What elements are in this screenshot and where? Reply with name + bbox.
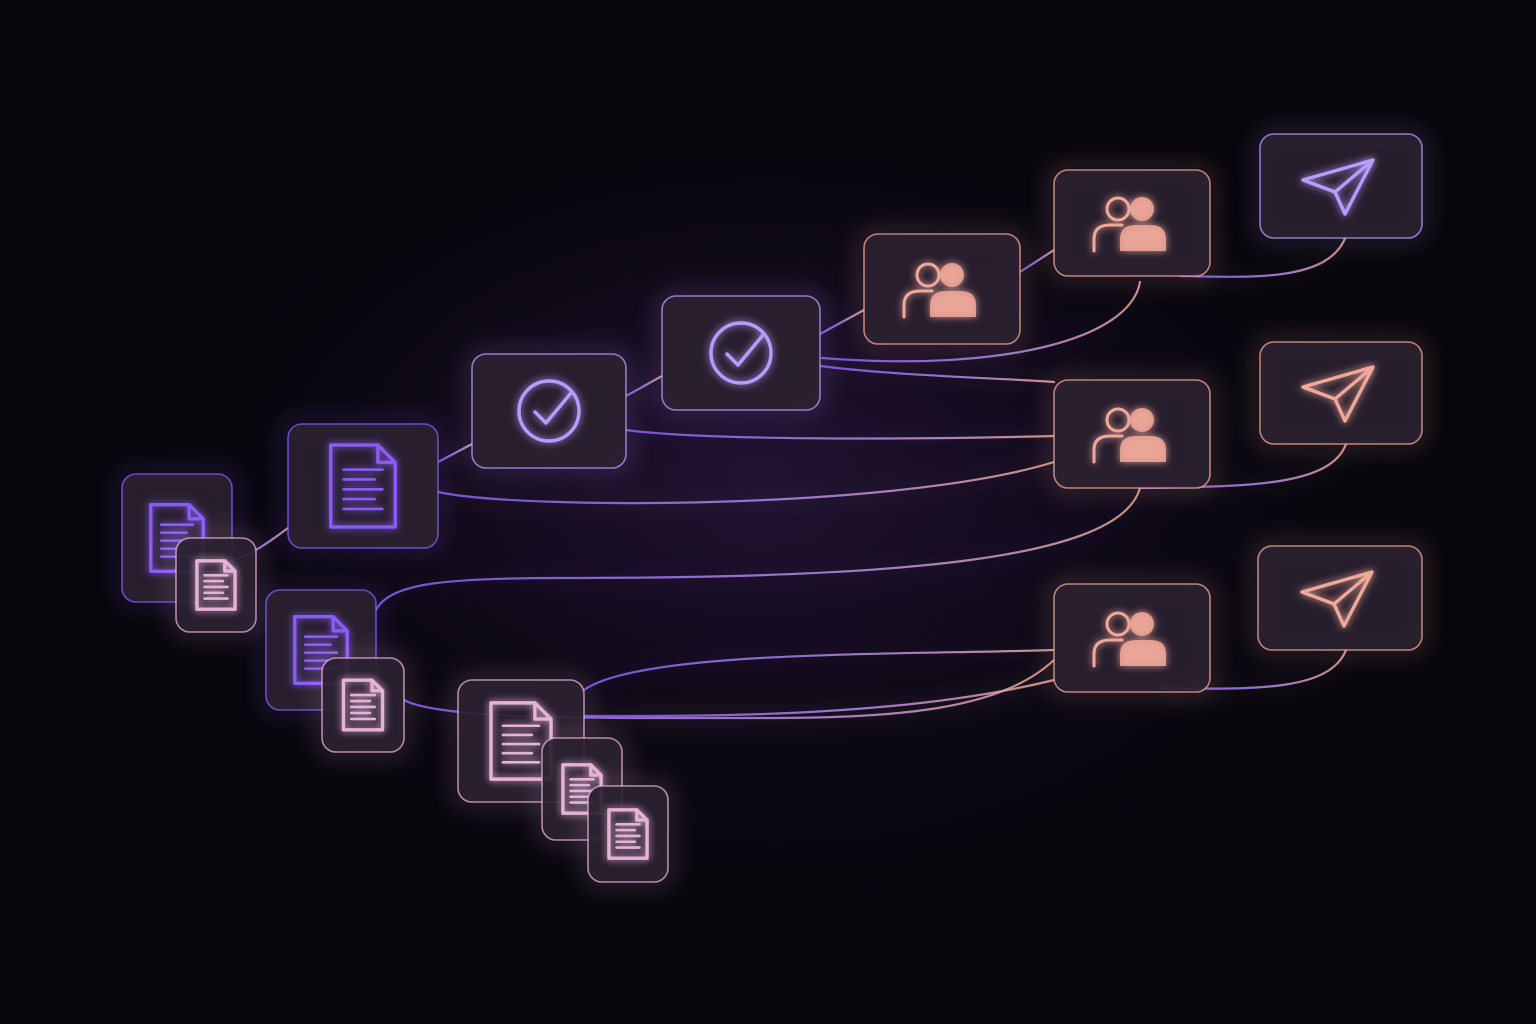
user-head-back [915, 262, 941, 288]
node-glow [283, 419, 443, 553]
node-card [1053, 583, 1211, 693]
document-outline [195, 559, 237, 611]
connector-line [436, 442, 474, 464]
user-body-front [1120, 225, 1166, 251]
checkmark [533, 391, 573, 425]
document-outline [607, 808, 649, 860]
node-glow [1049, 375, 1215, 493]
users-icon [902, 262, 976, 319]
node-users-3 [1049, 375, 1215, 493]
node-send-3 [1253, 541, 1427, 655]
node-glow [1253, 541, 1427, 655]
document-outline [341, 678, 385, 732]
node-card [1053, 169, 1211, 277]
node-card [863, 233, 1021, 345]
user-body-back [1092, 434, 1124, 464]
node-glow [657, 291, 825, 415]
node-users-4 [1049, 579, 1215, 697]
node-glow [1049, 579, 1215, 697]
users-icon [1092, 611, 1166, 668]
connector-line [624, 428, 1056, 440]
node-doc-stack-b2 [317, 653, 409, 757]
user-body-front [930, 291, 976, 317]
node-card [287, 423, 439, 549]
document-icon [195, 559, 237, 611]
node-glow [467, 349, 631, 473]
node-check-2 [657, 291, 825, 415]
user-body-back [1092, 223, 1124, 253]
node-card [471, 353, 627, 469]
users-icon [1092, 407, 1166, 464]
check-circle-icon [517, 379, 581, 443]
paper-plane-shape [1300, 570, 1374, 628]
user-head-front [1130, 197, 1154, 221]
user-head-front [1130, 612, 1154, 636]
user-head-back [1105, 196, 1131, 222]
paper-plane-icon [1301, 158, 1375, 216]
paper-plane-icon [1301, 365, 1375, 423]
paper-plane-icon [1300, 570, 1374, 628]
connector-line [582, 648, 1056, 692]
check-circle-ring [517, 379, 581, 443]
connector-line [1018, 248, 1056, 274]
connector-line [818, 308, 866, 336]
node-glow [1049, 165, 1215, 281]
check-circle-icon [709, 321, 773, 385]
user-body-front [1120, 640, 1166, 666]
node-card [321, 657, 405, 753]
node-send-2 [1255, 337, 1427, 449]
user-body-back [1092, 638, 1124, 668]
user-head-front [940, 263, 964, 287]
document-outline [329, 443, 397, 529]
connector-line [582, 678, 1056, 718]
node-glow [171, 533, 261, 637]
connector-line [1178, 234, 1348, 278]
node-check-1 [467, 349, 631, 473]
paper-plane-shape [1301, 365, 1375, 423]
users-icon [1092, 196, 1166, 253]
node-doc-stack-c3 [583, 781, 673, 887]
user-body-front [1120, 436, 1166, 462]
node-card [1053, 379, 1211, 489]
connector-line [374, 486, 1142, 612]
connector-line [624, 374, 664, 398]
node-glow [317, 653, 409, 757]
connector-line [818, 364, 1056, 384]
node-card [175, 537, 257, 633]
node-glow [1255, 337, 1427, 449]
node-users-2 [1049, 165, 1215, 281]
connector-line [436, 460, 1056, 505]
node-doc-stack-a2 [171, 533, 261, 637]
node-layer [117, 129, 1427, 887]
document-icon [341, 678, 385, 732]
user-head-front [1130, 408, 1154, 432]
checkmark [725, 333, 765, 367]
document-icon [329, 443, 397, 529]
node-card [587, 785, 669, 883]
user-head-back [1105, 407, 1131, 433]
node-glow [583, 781, 673, 887]
connector-glow [374, 486, 1142, 612]
connector-line [820, 280, 1142, 363]
node-doc-main [283, 419, 443, 553]
node-send-1 [1255, 129, 1427, 243]
node-users-1 [859, 229, 1025, 349]
user-body-back [902, 289, 934, 319]
paper-plane-shape [1301, 158, 1375, 216]
check-circle-ring [709, 321, 773, 385]
node-glow [859, 229, 1025, 349]
user-head-back [1105, 611, 1131, 637]
node-card [661, 295, 821, 411]
node-glow [1255, 129, 1427, 243]
document-icon [607, 808, 649, 860]
